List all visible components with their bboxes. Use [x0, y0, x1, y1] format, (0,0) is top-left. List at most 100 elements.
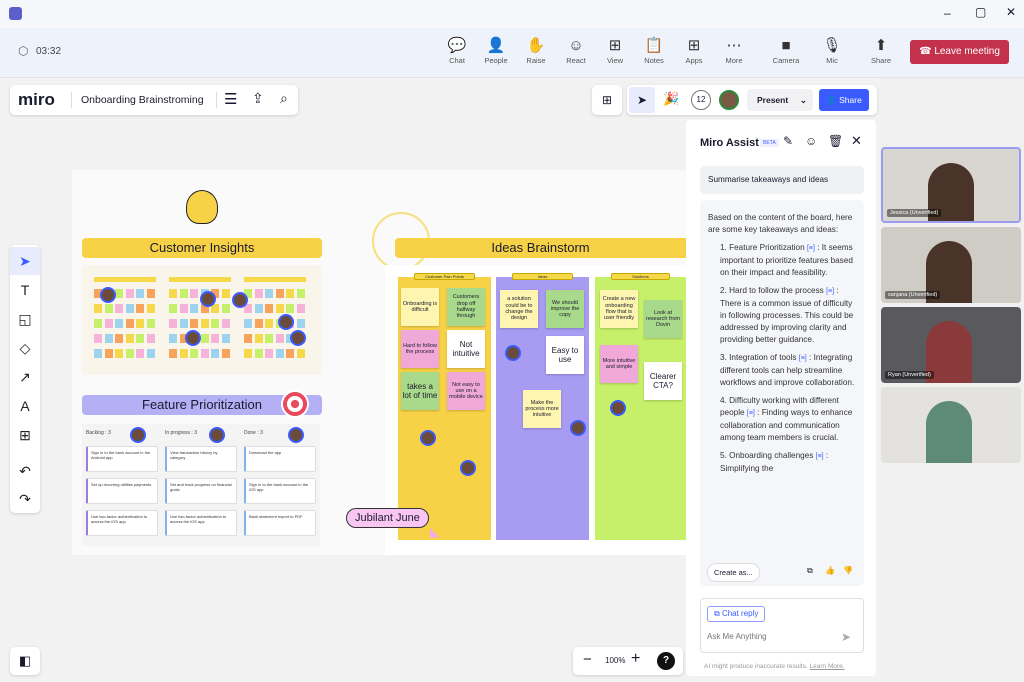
sticky-note[interactable]: Create a new onboarding flow that is use… [600, 290, 638, 328]
sticky-note[interactable]: Customers drop off halfway through [447, 288, 485, 326]
meeting-react-button[interactable]: ☺React [556, 36, 596, 65]
create-as-button[interactable]: Create as... [707, 563, 760, 582]
meeting-people-button[interactable]: 👤People [476, 36, 516, 65]
sticky-note[interactable]: More intuitive and simple [600, 345, 638, 383]
collaborator-count[interactable]: 12 [691, 90, 711, 110]
meeting-chat-button[interactable]: 💬Chat [437, 36, 477, 65]
help-button[interactable]: ? [657, 652, 675, 670]
sticky-note[interactable]: a solution could be to change the design [500, 290, 538, 328]
sticky-note-tool-icon[interactable]: ◱ [18, 311, 32, 327]
new-chat-icon[interactable]: ✎ [783, 134, 794, 148]
kanban-column-header: Backlog : 3 [86, 430, 111, 436]
send-icon[interactable]: ➤ [841, 630, 852, 644]
item-title: Feature Prioritization [729, 243, 805, 252]
leave-meeting-button[interactable]: ☎ Leave meeting [910, 40, 1009, 64]
sticky-note[interactable]: Look at research from Dovin [644, 300, 682, 338]
kanban-card[interactable]: Sign in to the bank account in the Andro… [86, 446, 158, 472]
sticky-note[interactable]: Not intuitive [447, 330, 485, 368]
meeting-more-button[interactable]: ⋯More [714, 36, 754, 65]
redo-icon[interactable]: ↷ [19, 491, 31, 507]
zoom-out-button[interactable]: − [583, 651, 592, 668]
chevron-down-icon[interactable]: ⌄ [799, 95, 807, 105]
header-divider [71, 92, 72, 108]
source-reference-icon[interactable]: [≡] [826, 288, 835, 295]
participant-video[interactable]: Ryan (Unverified) [881, 307, 1021, 383]
kanban-card[interactable]: Set and track progress on financial goal… [165, 478, 237, 504]
close-icon[interactable]: ✕ [851, 133, 862, 148]
mini-sticky [286, 289, 294, 298]
board-title[interactable]: Onboarding Brainstroming [81, 94, 204, 106]
menu-icon[interactable]: ☰ [224, 91, 238, 108]
participant-video[interactable]: sanjana (Unverified) [881, 227, 1021, 303]
kanban-card[interactable]: Bank statement export to PDF [244, 510, 316, 536]
trash-icon[interactable]: 🗑 [828, 134, 844, 148]
chat-reply-button[interactable]: ⧉ Chat reply [707, 606, 766, 622]
kanban-card[interactable]: Use two-factor authentication to access … [86, 510, 158, 536]
kanban-card[interactable]: View transaction history by category [165, 446, 237, 472]
zoom-level[interactable]: 100% [605, 656, 626, 665]
meeting-view-button[interactable]: ⊞View [595, 36, 635, 65]
pen-tool-icon[interactable]: A [20, 398, 30, 414]
participant-video[interactable] [881, 387, 1021, 463]
sticky-note[interactable]: We should improve the copy [546, 290, 584, 328]
sticky-note[interactable]: Clearer CTA? [644, 362, 682, 400]
kanban-board[interactable]: Backlog : 3 Sign in to the bank account i… [82, 424, 320, 546]
cursor-icon[interactable]: ➤ [629, 87, 655, 113]
source-reference-icon[interactable]: [≡] [798, 355, 807, 362]
more-tools-icon[interactable]: ⊞ [19, 427, 31, 443]
ask-input[interactable] [707, 632, 827, 641]
text-tool-icon[interactable]: T [20, 282, 30, 298]
search-icon[interactable]: ⌕ [280, 90, 288, 106]
source-reference-icon[interactable]: [≡] [746, 410, 755, 417]
present-button[interactable]: Present⌄ [747, 89, 813, 111]
connector-tool-icon[interactable]: ↗ [19, 369, 31, 385]
apps-button[interactable]: ⊞ [592, 85, 622, 115]
frames-panel-button[interactable]: ◧ [10, 647, 40, 675]
kanban-card[interactable]: Sign in to the bank account in the iOS a… [244, 478, 316, 504]
kanban-card[interactable]: Download the app [244, 446, 316, 472]
zoom-in-button[interactable]: + [631, 650, 641, 667]
kanban-card[interactable]: Set up recurring utilities payments [86, 478, 158, 504]
sticky-note[interactable]: Make the process more intuitive [523, 390, 561, 428]
meeting-share-button[interactable]: ⬆Share [861, 36, 901, 65]
thumbs-down-icon[interactable]: 👎 [843, 566, 853, 575]
meeting-camera-button[interactable]: ■Camera [766, 36, 806, 65]
share-button[interactable]: 👤 Share [819, 89, 869, 111]
minimize-button[interactable]: – [944, 6, 951, 20]
mini-sticky [211, 334, 219, 343]
sticky-note[interactable]: Hard to follow the process [401, 330, 439, 368]
select-tool-icon[interactable]: ➤ [10, 247, 40, 275]
kanban-card[interactable]: Use two-factor authentication to access … [165, 510, 237, 536]
user-avatar[interactable] [719, 90, 739, 110]
learn-more-link[interactable]: Learn More. [809, 663, 845, 670]
meeting-notes-button[interactable]: 📋Notes [634, 36, 674, 65]
more-icon: ⋯ [726, 37, 742, 54]
export-icon[interactable]: ⇪ [252, 90, 264, 106]
meeting-raise-button[interactable]: ✋Raise [516, 36, 556, 65]
sticky-note[interactable]: Onboarding is difficult [401, 288, 439, 326]
column-count: 3 [107, 430, 111, 436]
source-reference-icon[interactable]: [≡] [806, 245, 815, 252]
celebrate-icon[interactable]: 🎉 [663, 91, 680, 106]
mini-sticky [94, 334, 102, 343]
copy-icon[interactable]: ⧉ [807, 566, 813, 575]
mini-sticky [200, 319, 209, 328]
lightbulb-illustration [186, 190, 218, 224]
maximize-button[interactable]: ▢ [975, 5, 987, 19]
miro-logo[interactable]: miro [18, 90, 55, 109]
feedback-icon[interactable]: ☺ [805, 134, 818, 148]
sticky-note[interactable]: takes a lot of time [401, 372, 439, 410]
thumbs-up-icon[interactable]: 👍 [825, 566, 835, 575]
source-reference-icon[interactable]: [≡] [815, 453, 824, 460]
close-window-button[interactable]: ✕ [1006, 5, 1017, 19]
meeting-apps-button[interactable]: ⊞Apps [674, 36, 714, 65]
collaborator-avatar [100, 287, 116, 303]
participant-video[interactable]: Jessica (Unverified) [881, 147, 1021, 223]
meeting-mic-button[interactable]: 🎙Mic [812, 36, 852, 65]
sticky-note[interactable]: Easy to use [546, 336, 584, 374]
mini-sticky [265, 319, 273, 328]
undo-icon[interactable]: ↶ [19, 463, 31, 479]
shapes-tool-icon[interactable]: ◇ [19, 340, 31, 356]
mini-sticky [115, 304, 123, 313]
sticky-note[interactable]: Not easy to use on a mobile device [447, 372, 485, 410]
